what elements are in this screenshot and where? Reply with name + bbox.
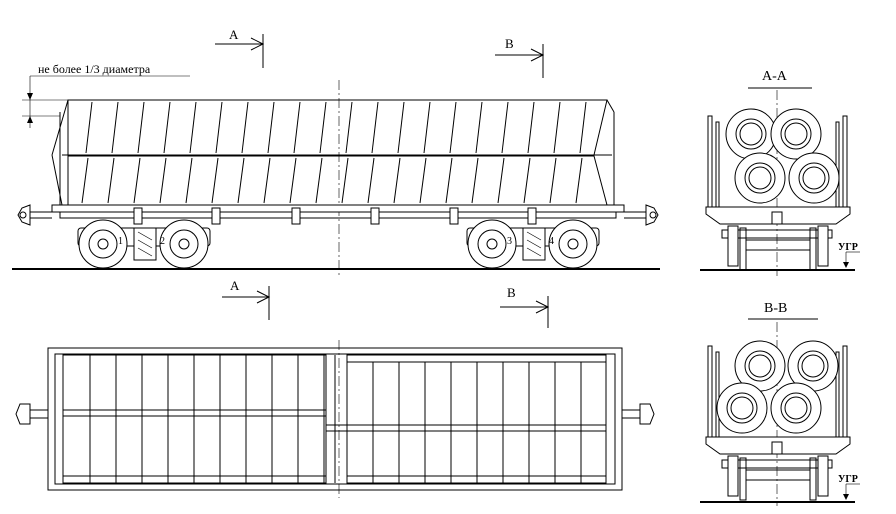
wheel-1 [78,219,128,269]
section-aa-coil-2 [770,108,822,160]
section-mark-bottom-a: A [222,278,271,320]
section-mark-top-b-label: B [505,36,514,51]
wheel-4 [548,219,598,269]
section-bb-coil-3 [716,382,768,434]
section-bb-title: В-В [764,301,787,316]
right-coupler [624,204,659,226]
section-aa-coil-4 [788,152,840,204]
section-mark-bottom-a-label: A [230,278,240,293]
plan-view: A B [15,278,655,498]
left-coupler [17,204,52,226]
section-aa: А-А УГР [700,69,860,276]
section-aa-coil-3 [734,152,786,204]
section-bb: В-В УГР [700,301,860,506]
section-aa-title: А-А [762,69,788,84]
section-aa-coil-1 [725,108,777,160]
section-mark-top-a-label: A [229,27,239,42]
side-view-slats [81,101,587,204]
wheel-3 [467,219,517,269]
section-mark-bottom-b: B [500,285,550,328]
plan-left-coupler [15,403,48,425]
section-bb-coil-4 [770,382,822,434]
axle-label-3: 3 [507,236,512,247]
axle-label-4: 4 [549,236,554,247]
plan-view-slats [89,355,582,483]
side-view: 1 2 3 4 не более 1/3 диаметра A B [12,27,660,276]
section-aa-level-label: УГР [838,242,858,253]
wheel-2 [159,219,209,269]
axle-label-2: 2 [160,236,165,247]
section-mark-top-b: B [495,36,545,78]
section-bb-level-label: УГР [838,474,858,485]
side-view-frame-posts [133,207,537,225]
dimension-note: не более 1/3 диаметра [22,62,190,128]
axle-label-1: 1 [118,236,123,247]
left-bogie [77,219,211,269]
plan-view-outer-frame [47,347,623,491]
dimension-note-text: не более 1/3 диаметра [38,62,151,76]
section-bb-coil-2 [787,340,839,392]
section-mark-top-a: A [215,27,265,68]
right-bogie [466,219,600,269]
section-mark-bottom-b-label: B [507,285,516,300]
plan-right-coupler [622,403,655,425]
